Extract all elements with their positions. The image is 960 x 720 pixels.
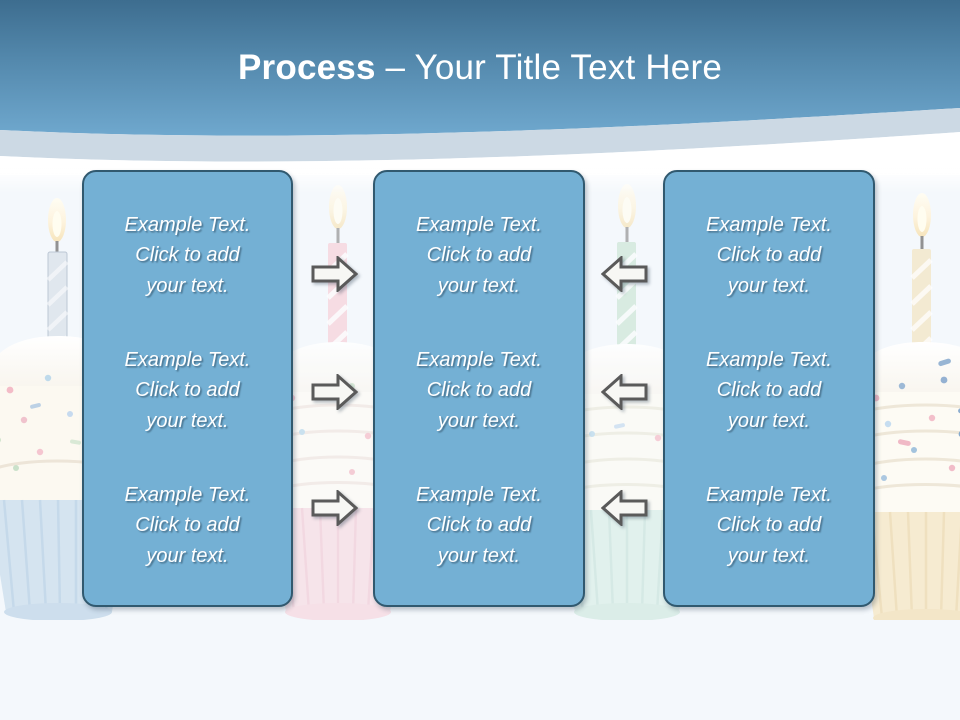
wave-white-shape	[0, 132, 960, 175]
process-box-2-item-2[interactable]: Example Text. Click to add your text.	[416, 348, 542, 432]
page-title: Process – Your Title Text Here	[0, 48, 960, 88]
arrow-left-1[interactable]	[601, 256, 648, 292]
process-box-3-item-2[interactable]: Example Text. Click to add your text.	[706, 348, 832, 432]
process-box-2[interactable]: Example Text. Click to add your text. Ex…	[373, 170, 585, 607]
header-gradient-shape	[0, 0, 960, 136]
process-box-2-item-1[interactable]: Example Text. Click to add your text.	[416, 214, 542, 297]
process-box-3-item-3[interactable]: Example Text. Click to add your text.	[706, 483, 832, 567]
process-box-1-item-2[interactable]: Example Text. Click to add your text.	[124, 348, 251, 432]
header-band	[0, 0, 960, 175]
page-title-bold: Process	[238, 48, 376, 87]
process-box-1-item-1[interactable]: Example Text. Click to add your text.	[124, 214, 251, 297]
process-box-3[interactable]: Example Text. Click to add your text. Ex…	[663, 170, 875, 607]
process-box-1-item-3[interactable]: Example Text. Click to add your text.	[124, 483, 251, 567]
arrow-right-1[interactable]	[311, 256, 358, 292]
process-box-3-item-1[interactable]: Example Text. Click to add your text.	[706, 214, 832, 297]
page-title-rest: – Your Title Text Here	[375, 48, 722, 87]
arrow-right-3[interactable]	[311, 490, 358, 526]
process-box-1[interactable]: Example Text. Click to add your text. Ex…	[82, 170, 293, 607]
process-box-2-item-3[interactable]: Example Text. Click to add your text.	[416, 483, 542, 567]
arrow-left-2[interactable]	[601, 374, 648, 410]
arrow-left-3[interactable]	[601, 490, 648, 526]
arrow-right-2[interactable]	[311, 374, 358, 410]
wave-band-shape	[0, 108, 960, 162]
